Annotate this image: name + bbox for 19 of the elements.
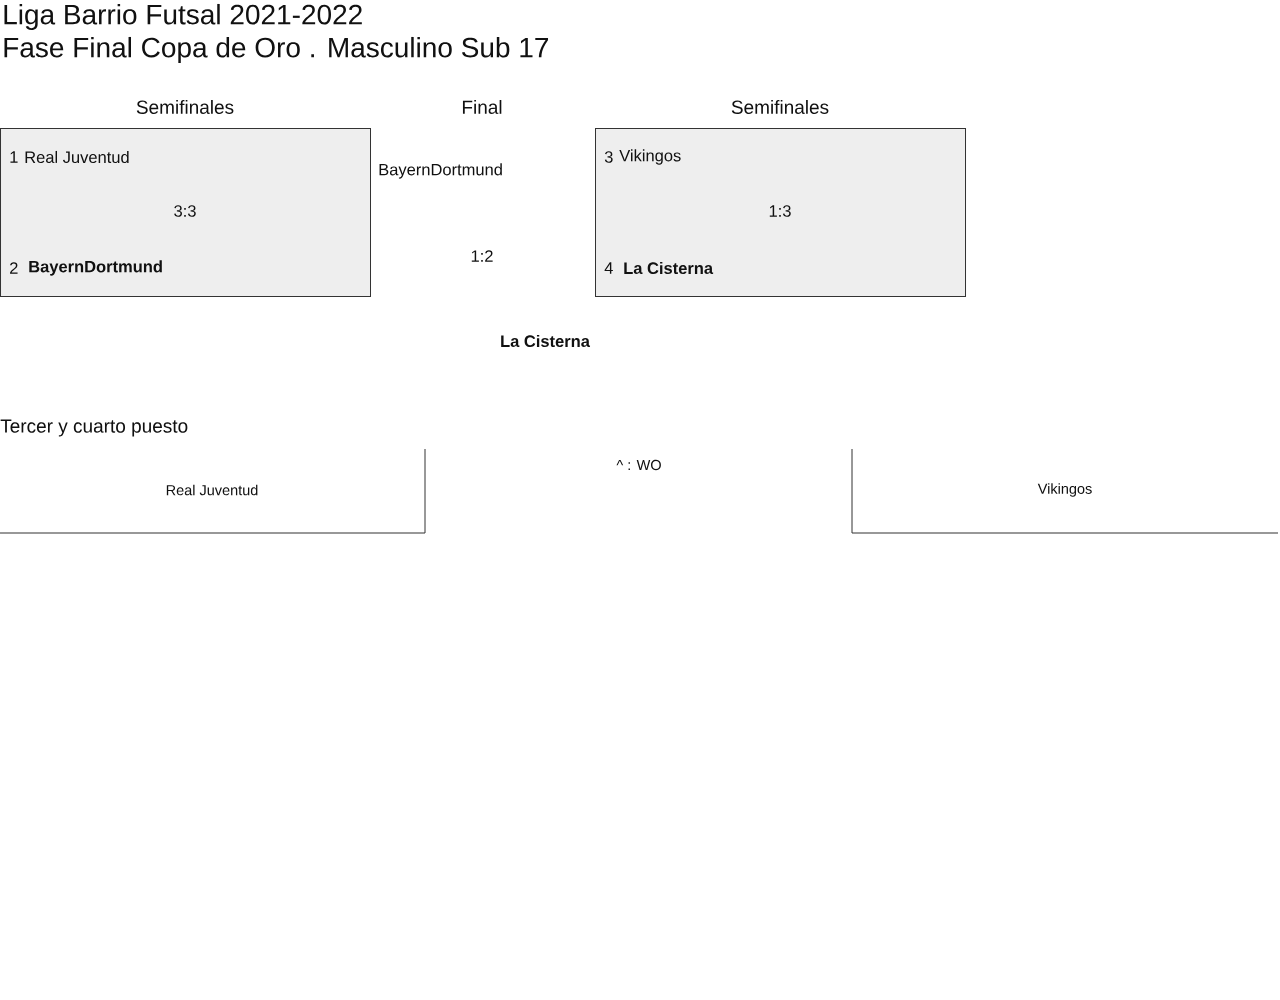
seed-number: 2 bbox=[10, 262, 18, 274]
seed-number: 3 bbox=[604, 151, 613, 163]
match-score: 3:3 bbox=[174, 205, 196, 217]
section-heading: Tercer y cuarto puesto bbox=[0, 419, 188, 437]
team-name: La Cisterna bbox=[624, 261, 714, 275]
match-note: ^ : WO bbox=[616, 459, 661, 471]
team-name: Vikingos bbox=[619, 149, 681, 165]
seed-number: 1 bbox=[10, 151, 18, 163]
seed-number: 4 bbox=[604, 262, 613, 274]
winner-name: La Cisterna bbox=[501, 334, 591, 348]
column-heading: Final bbox=[462, 100, 502, 114]
team-name: BayernDortmund bbox=[29, 260, 162, 276]
team-name: Real Juventud bbox=[166, 484, 258, 496]
match-score: 1:3 bbox=[769, 205, 791, 217]
subtitle: Fase Final Copa de Oro . Masculino Sub 17 bbox=[4, 36, 549, 64]
team-name: Real Juventud bbox=[25, 150, 129, 164]
team-name: Vikingos bbox=[1037, 483, 1092, 497]
match-score: 1:2 bbox=[471, 250, 493, 262]
title: Liga Barrio Futsal 2021-2022 bbox=[4, 3, 362, 31]
